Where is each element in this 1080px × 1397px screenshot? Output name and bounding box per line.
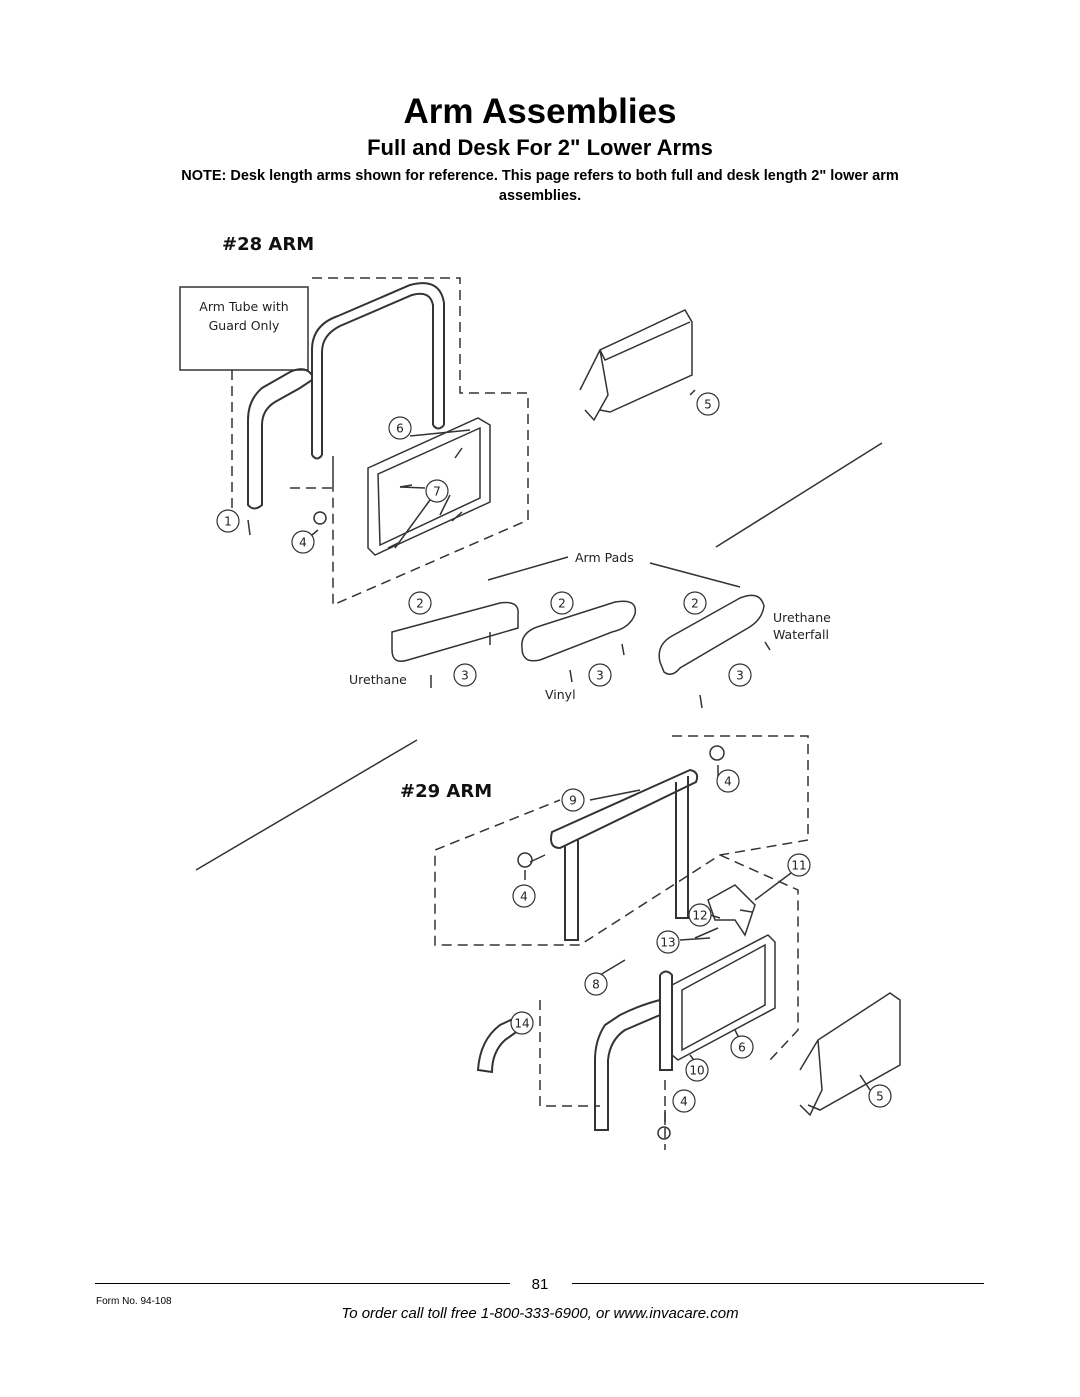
arm-rail-29 — [550, 768, 699, 941]
callout-14: 14 — [514, 1017, 529, 1031]
callout-9: 9 — [569, 794, 577, 808]
arm-pad-waterfall — [658, 594, 765, 675]
page-title: Arm Assemblies — [403, 92, 677, 131]
nut-29-bottom — [657, 1126, 671, 1140]
callout-3: 3 — [736, 669, 744, 683]
urethane-waterfall-label-2: Waterfall — [773, 627, 829, 642]
callout-3: 3 — [461, 669, 469, 683]
cap-28 — [313, 511, 327, 525]
note-line-1: NOTE: Desk length arms shown for referen… — [181, 168, 899, 184]
arm-pads-leader — [487, 556, 741, 588]
callout-11: 11 — [791, 859, 806, 873]
guard-box-line-1: Arm Tube with — [199, 299, 288, 314]
separator-line-1 — [715, 442, 883, 548]
bracket-29 — [694, 884, 756, 939]
footer-rule-right — [572, 1283, 984, 1284]
callout-4: 4 — [724, 775, 732, 789]
callout-10: 10 — [689, 1064, 704, 1078]
page-number: 81 — [531, 1276, 549, 1293]
order-info: To order call toll free 1-800-333-6900, … — [341, 1305, 739, 1322]
guard-panel-29 — [671, 934, 776, 1061]
callout-4: 4 — [680, 1095, 688, 1109]
callout-6: 6 — [396, 422, 404, 436]
guard-box-line-2: Guard Only — [209, 318, 280, 333]
pad-screws — [430, 632, 771, 709]
leader-lines-28 — [247, 389, 696, 549]
callout-2: 2 — [558, 597, 566, 611]
footer-rule-left — [95, 1283, 510, 1284]
arm-28-heading: #28 ARM — [222, 234, 314, 255]
reference-note: NOTE: Desk length arms shown for referen… — [80, 166, 1000, 206]
callout-1: 1 — [224, 515, 232, 529]
callout-6: 6 — [738, 1041, 746, 1055]
arm-pads-label: Arm Pads — [575, 550, 634, 565]
arm-pad-urethane — [391, 601, 519, 662]
guard-only-box — [179, 286, 309, 371]
dashed-outline-29 — [434, 735, 809, 1150]
arm-pad-28-waterfall — [579, 309, 693, 422]
lower-tube-29 — [594, 970, 673, 1131]
dashed-outline-28 — [231, 277, 529, 607]
callout-5: 5 — [876, 1090, 884, 1104]
guard-panel-28 — [367, 417, 491, 556]
arm-assembly-diagram: 1 4 6 7 5 2 2 2 3 3 3 9 4 4 11 12 13 8 1… — [179, 234, 901, 1150]
screw-28-a — [387, 447, 463, 549]
arm-pad-29-waterfall — [799, 992, 901, 1117]
urethane-label: Urethane — [349, 672, 407, 687]
arm-pad-vinyl — [521, 600, 637, 662]
vinyl-label: Vinyl — [545, 687, 576, 702]
note-line-2: assemblies. — [498, 188, 582, 204]
callout-2: 2 — [416, 597, 424, 611]
callout-4: 4 — [520, 890, 528, 904]
form-number: Form No. 94-108 — [96, 1296, 172, 1307]
cap-29-right — [709, 745, 725, 761]
callout-12: 12 — [692, 909, 707, 923]
page-subtitle: Full and Desk For 2" Lower Arms — [367, 135, 713, 160]
callout-13: 13 — [660, 936, 675, 950]
callout-7: 7 — [433, 485, 441, 499]
urethane-waterfall-label-1: Urethane — [773, 610, 831, 625]
separator-line-2 — [195, 739, 418, 871]
callout-2: 2 — [691, 597, 699, 611]
callout-8: 8 — [592, 978, 600, 992]
arm-tube-28 — [247, 282, 445, 510]
callout-3: 3 — [596, 669, 604, 683]
callout-circles — [216, 392, 892, 1113]
callout-5: 5 — [704, 398, 712, 412]
callout-4: 4 — [299, 536, 307, 550]
cap-29-left — [517, 852, 533, 868]
arm-29-heading: #29 ARM — [400, 781, 492, 802]
